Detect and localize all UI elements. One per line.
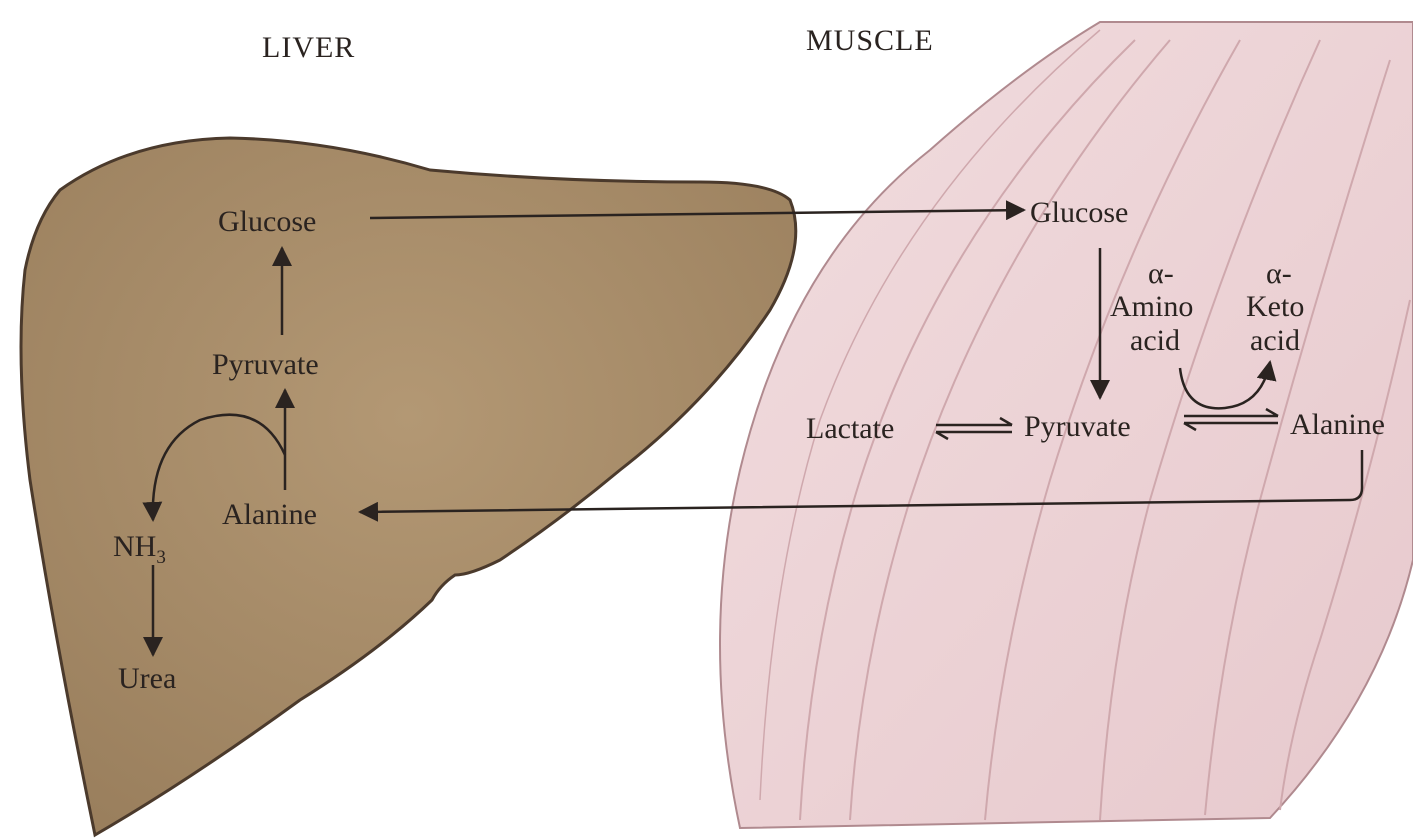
muscle-alanine-label: Alanine <box>1290 408 1385 441</box>
nh3-label-subscript: 3 <box>156 547 166 568</box>
amino-acid-line-1: α- <box>1148 257 1174 290</box>
amino-acid-line-2: Amino <box>1110 290 1193 323</box>
muscle-glucose-label: Glucose <box>1030 196 1128 229</box>
lactate-label: Lactate <box>806 412 894 445</box>
nh3-label-main: NH <box>113 530 156 563</box>
keto-acid-line-1: α- <box>1266 257 1292 290</box>
muscle-pyruvate-label: Pyruvate <box>1024 410 1131 443</box>
urea-label: Urea <box>118 662 176 695</box>
keto-acid-line-2: Keto <box>1246 290 1304 323</box>
liver-pyruvate-label: Pyruvate <box>212 348 319 381</box>
liver-header: LIVER <box>262 31 355 64</box>
muscle-header: MUSCLE <box>806 24 934 57</box>
liver-glucose-label: Glucose <box>218 205 316 238</box>
keto-acid-line-3: acid <box>1250 324 1300 357</box>
amino-acid-line-3: acid <box>1130 324 1180 357</box>
liver-alanine-label: Alanine <box>222 498 317 531</box>
liver-shape <box>21 138 796 835</box>
